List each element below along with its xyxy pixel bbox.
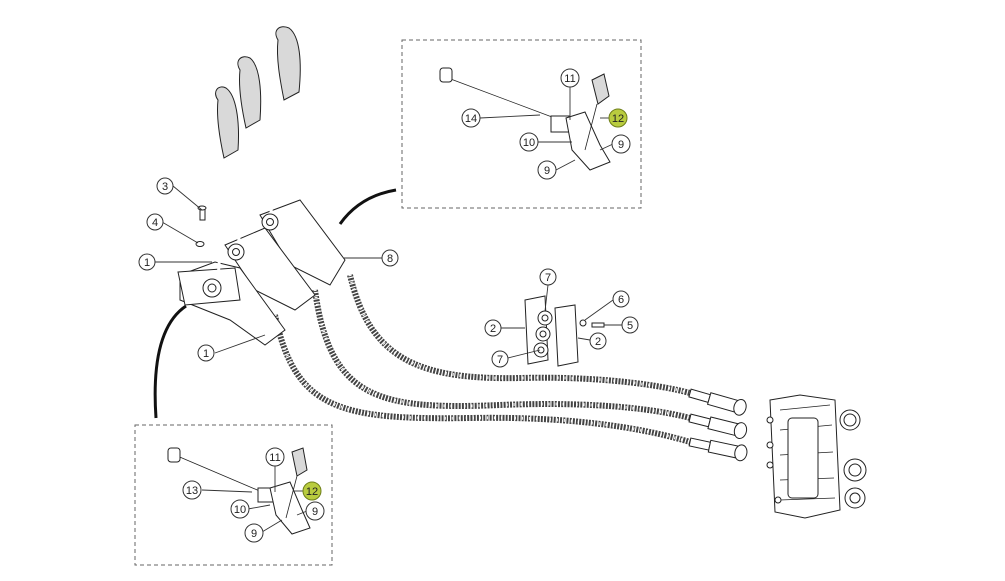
callout-10-bottom: 10 — [230, 499, 250, 519]
callout-6: 6 — [612, 290, 630, 308]
leader-lines — [155, 86, 622, 533]
callout-1-lower: 1 — [197, 344, 215, 362]
detail-inset-bottom — [134, 424, 333, 566]
lever-grip-front — [215, 86, 239, 159]
lever-assembly — [177, 26, 346, 346]
svg-text:9: 9 — [618, 139, 624, 151]
lever-grip-middle — [237, 56, 262, 129]
callout-12-top: 12 — [608, 108, 628, 128]
callout-8: 8 — [381, 249, 399, 267]
plate-right — [554, 304, 579, 367]
svg-text:8: 8 — [387, 253, 393, 265]
callout-9-top-left: 9 — [537, 160, 557, 180]
svg-text:1: 1 — [144, 257, 150, 269]
callout-10-top: 10 — [519, 132, 539, 152]
svg-text:5: 5 — [627, 320, 633, 332]
svg-text:2: 2 — [595, 336, 601, 348]
screw-5 — [591, 322, 605, 328]
lever-grip-rear — [275, 26, 301, 101]
callout-7-lower: 7 — [491, 350, 509, 368]
svg-text:10: 10 — [234, 504, 246, 516]
callout-7-upper: 7 — [539, 268, 557, 286]
svg-text:2: 2 — [490, 323, 496, 335]
inset-bottom-pointer-arc — [153, 304, 187, 419]
callout-1-upper: 1 — [138, 253, 156, 271]
callout-9-bottom-left: 9 — [244, 523, 264, 543]
svg-text:11: 11 — [269, 452, 280, 464]
callout-9-bottom-right: 9 — [305, 501, 325, 521]
svg-text:7: 7 — [545, 272, 551, 284]
callout-9-top-right: 9 — [611, 134, 631, 154]
hydraulic-valve-block — [766, 394, 867, 519]
inset-top-pointer-arc — [338, 188, 397, 225]
svg-text:1: 1 — [203, 348, 209, 360]
cable-end-fittings — [688, 388, 748, 462]
callout-11-bottom: 11 — [265, 447, 285, 467]
svg-text:11: 11 — [564, 73, 575, 85]
svg-text:12: 12 — [306, 486, 318, 498]
svg-text:3: 3 — [162, 181, 168, 193]
bushing-plates — [524, 295, 605, 367]
callout-11-top: 11 — [560, 68, 580, 88]
callout-13: 13 — [182, 480, 202, 500]
inset-bottom-detail — [167, 447, 311, 535]
svg-text:10: 10 — [523, 137, 535, 149]
inset-top-detail — [439, 67, 611, 171]
svg-text:13: 13 — [186, 485, 198, 497]
callout-5: 5 — [621, 316, 639, 334]
detail-inset-top — [401, 39, 642, 209]
nut-6 — [579, 319, 587, 327]
callout-2-right: 2 — [589, 332, 607, 350]
svg-text:7: 7 — [497, 354, 503, 366]
svg-text:9: 9 — [312, 506, 318, 518]
svg-text:4: 4 — [152, 217, 158, 229]
svg-text:9: 9 — [544, 165, 550, 177]
svg-text:9: 9 — [251, 528, 257, 540]
svg-text:12: 12 — [612, 113, 624, 125]
callout-4: 4 — [146, 213, 164, 231]
callout-2-left: 2 — [484, 319, 502, 337]
callout-14: 14 — [461, 108, 481, 128]
svg-text:6: 6 — [618, 294, 624, 306]
control-cables — [272, 274, 691, 445]
callout-3: 3 — [156, 177, 174, 195]
svg-text:14: 14 — [465, 113, 477, 125]
callout-12-bottom: 12 — [302, 481, 322, 501]
